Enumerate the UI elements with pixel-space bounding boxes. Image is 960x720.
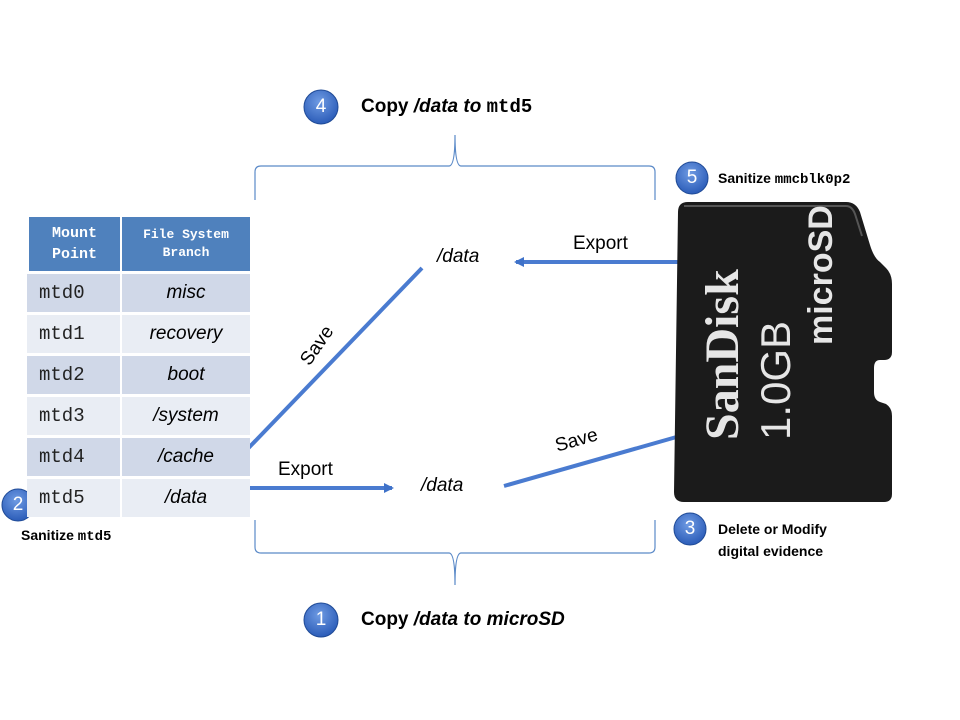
node-data-top: /data bbox=[437, 246, 480, 267]
mount-cell: mtd5 bbox=[27, 479, 120, 517]
badge-4 bbox=[303, 89, 339, 125]
branch-cell: /system bbox=[120, 397, 250, 435]
edge-export-top: Export bbox=[573, 233, 628, 254]
branch-cell: recovery bbox=[120, 315, 250, 353]
card-capacity: 1.0GB bbox=[752, 321, 799, 440]
microsd-card: SanDisk 1.0GB microSD bbox=[674, 202, 892, 502]
edge-export-bottom: Export bbox=[278, 459, 333, 480]
branch-cell: misc bbox=[120, 274, 250, 312]
badge-5-number: 5 bbox=[686, 167, 698, 188]
mount-cell: mtd1 bbox=[27, 315, 120, 353]
step-5-caption: Sanitize mmcblk0p2 bbox=[718, 170, 851, 188]
header-mount-point: Mount Point bbox=[27, 217, 120, 271]
mount-cell: mtd3 bbox=[27, 397, 120, 435]
step-3-line1: Delete or Modify bbox=[718, 521, 827, 537]
table-row: mtd5 /data bbox=[27, 479, 250, 517]
card-brand: SanDisk bbox=[696, 269, 749, 440]
table-row: mtd4 /cache bbox=[27, 438, 250, 476]
table-row: mtd0 misc bbox=[27, 274, 250, 312]
step-1-caption: Copy /data to microSD bbox=[361, 609, 565, 630]
step-4-caption: Copy /data to mtd5 bbox=[361, 96, 533, 118]
branch-cell: /data bbox=[120, 479, 250, 517]
mount-table-header: Mount Point File System Branch bbox=[27, 217, 250, 271]
branch-cell: boot bbox=[120, 356, 250, 394]
badge-2-number: 2 bbox=[12, 494, 24, 515]
branch-cell: /cache bbox=[120, 438, 250, 476]
card-logo: microSD bbox=[802, 205, 840, 345]
step-3-line2: digital evidence bbox=[718, 543, 824, 559]
mount-cell: mtd2 bbox=[27, 356, 120, 394]
table-row: mtd2 boot bbox=[27, 356, 250, 394]
arrow-save-left bbox=[234, 266, 424, 463]
badge-1-number: 1 bbox=[315, 609, 327, 630]
step-3-caption: Delete or Modify digital evidence bbox=[718, 518, 827, 562]
arrow-save-right bbox=[503, 434, 681, 488]
node-data-bottom: /data bbox=[421, 475, 464, 496]
badge-5 bbox=[675, 161, 709, 195]
mount-table: Mount Point File System Branch mtd0 misc… bbox=[27, 214, 250, 520]
badge-3-number: 3 bbox=[684, 518, 696, 539]
mount-cell: mtd4 bbox=[27, 438, 120, 476]
brace-bottom bbox=[254, 520, 656, 586]
badge-1 bbox=[303, 602, 339, 638]
mount-cell: mtd0 bbox=[27, 274, 120, 312]
step-2-caption: Sanitize mtd5 bbox=[21, 527, 112, 545]
table-row: mtd3 /system bbox=[27, 397, 250, 435]
badge-4-number: 4 bbox=[315, 96, 327, 117]
table-row: mtd1 recovery bbox=[27, 315, 250, 353]
header-fs-branch: File System Branch bbox=[120, 217, 250, 271]
badge-3 bbox=[673, 512, 707, 546]
brace-top bbox=[254, 134, 656, 200]
